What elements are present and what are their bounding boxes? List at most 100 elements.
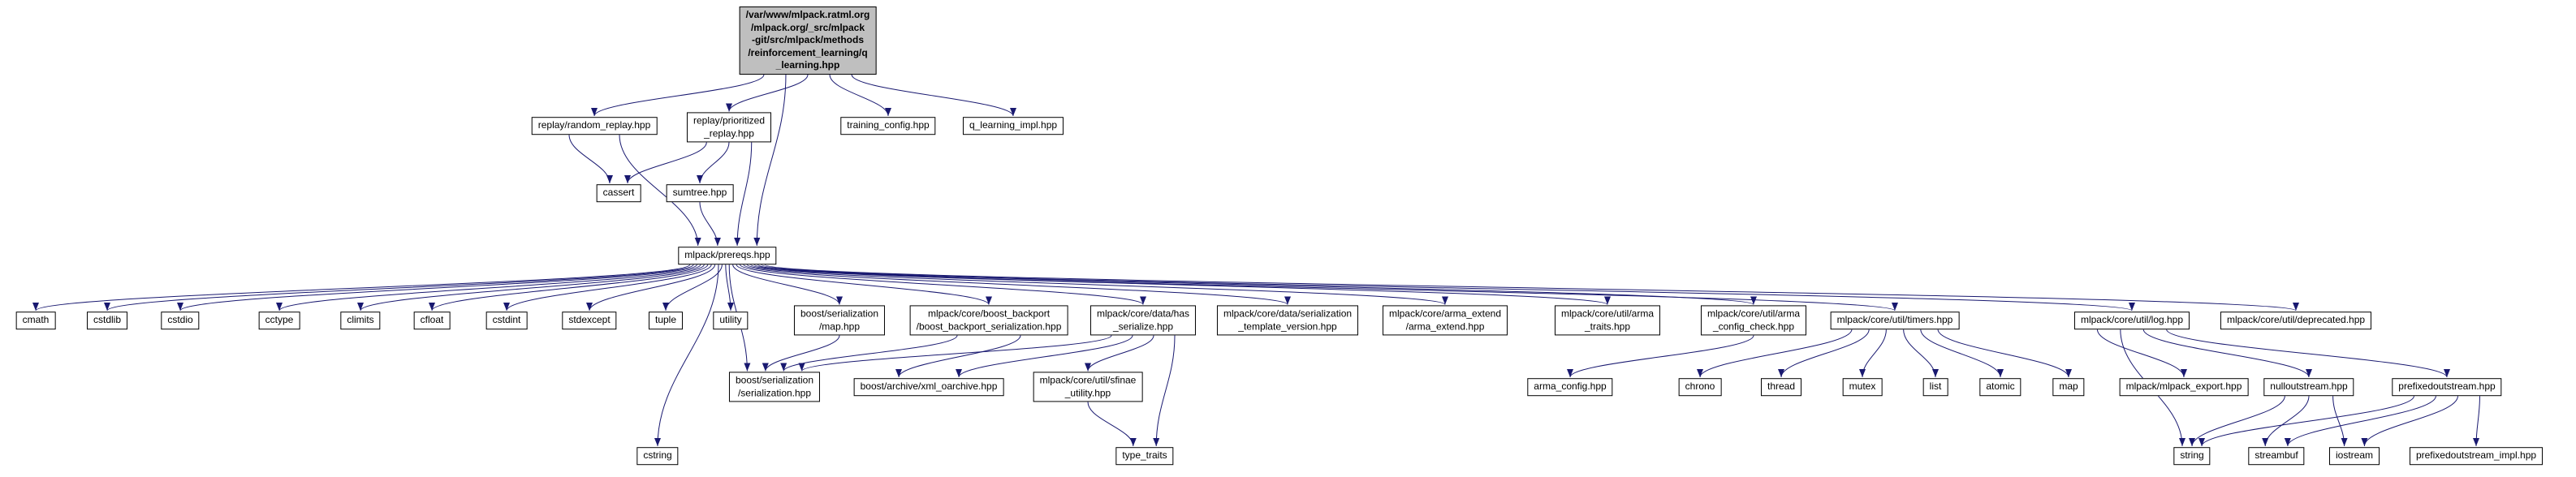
graph-node-arma_config_check[interactable]: mlpack/core/util/arma _config_check.hpp bbox=[1700, 305, 1807, 336]
include-edge-prereqs-to-tuple bbox=[662, 264, 723, 312]
graph-node-mutex[interactable]: mutex bbox=[1842, 378, 1883, 396]
include-edge-prereqs-to-cctype bbox=[276, 264, 701, 312]
graph-node-map[interactable]: map bbox=[2052, 378, 2085, 396]
graph-node-streambuf[interactable]: streambuf bbox=[2248, 447, 2305, 465]
graph-node-stdexcept[interactable]: stdexcept bbox=[562, 312, 617, 329]
graph-node-ser_map[interactable]: boost/serialization /map.hpp bbox=[793, 305, 886, 336]
graph-node-ser_template_version[interactable]: mlpack/core/data/serialization _template… bbox=[1216, 305, 1359, 336]
graph-node-xml_oarchive[interactable]: boost/archive/xml_oarchive.hpp bbox=[853, 378, 1004, 396]
include-edge-prereqs-to-timers bbox=[757, 264, 1898, 312]
include-edge-sumtree-to-prereqs bbox=[699, 201, 721, 247]
graph-node-prereqs[interactable]: mlpack/prereqs.hpp bbox=[678, 247, 777, 264]
include-edge-q_learning-to-training_config bbox=[829, 74, 891, 117]
include-edge-arma_config_check-to-arma_config bbox=[1567, 335, 1754, 378]
include-edge-nulloutstream-to-iostream bbox=[2332, 395, 2348, 447]
include-edge-prereqs-to-cfloat bbox=[429, 264, 709, 312]
include-edge-nulloutstream-to-streambuf bbox=[2262, 395, 2310, 447]
include-edge-random_replay-to-cassert bbox=[568, 134, 613, 184]
include-edge-timers-to-chrono bbox=[1697, 329, 1853, 378]
graph-node-random_replay[interactable]: replay/random_replay.hpp bbox=[531, 117, 658, 135]
include-edge-q_learning-to-random_replay bbox=[591, 74, 765, 117]
graph-node-atomic[interactable]: atomic bbox=[1979, 378, 2022, 396]
include-edge-prereqs-to-deprecated bbox=[764, 264, 2299, 312]
include-edge-prereqs-to-climits bbox=[357, 264, 705, 312]
graph-node-ser_serialization[interactable]: boost/serialization /serialization.hpp bbox=[728, 372, 821, 402]
include-edge-timers-to-list bbox=[1903, 329, 1939, 378]
graph-node-type_traits[interactable]: type_traits bbox=[1115, 447, 1174, 465]
graph-node-iostream[interactable]: iostream bbox=[2328, 447, 2380, 465]
include-edge-prefixedoutstream-to-string bbox=[2198, 395, 2414, 447]
graph-node-string[interactable]: string bbox=[2173, 447, 2211, 465]
include-edge-prefixedoutstream-to-iostream bbox=[2361, 395, 2458, 447]
graph-node-cstring[interactable]: cstring bbox=[636, 447, 679, 465]
include-edge-timers-to-atomic bbox=[1920, 329, 2004, 378]
graph-node-log[interactable]: mlpack/core/util/log.hpp bbox=[2073, 312, 2190, 329]
graph-node-nulloutstream[interactable]: nulloutstream.hpp bbox=[2263, 378, 2354, 396]
include-edge-prereqs-to-arma_extend bbox=[746, 264, 1448, 305]
graph-node-arma_config[interactable]: arma_config.hpp bbox=[1527, 378, 1613, 396]
graph-node-deprecated[interactable]: mlpack/core/util/deprecated.hpp bbox=[2220, 312, 2372, 329]
graph-node-cstdlib[interactable]: cstdlib bbox=[86, 312, 128, 329]
include-edge-prereqs-to-stdexcept bbox=[586, 264, 716, 312]
include-edge-boost_backport-to-ser_serialization bbox=[780, 335, 958, 372]
include-edge-q_learning-to-prioritized_replay bbox=[726, 74, 809, 112]
graph-node-training_config[interactable]: training_config.hpp bbox=[840, 117, 936, 135]
include-edge-log-to-nulloutstream bbox=[2142, 329, 2312, 378]
include-edge-prioritized_replay-to-sumtree bbox=[697, 142, 730, 184]
include-edge-prereqs-to-cstdlib bbox=[104, 264, 694, 312]
graph-node-q_learning_impl[interactable]: q_learning_impl.hpp bbox=[962, 117, 1064, 135]
include-edge-nulloutstream-to-string bbox=[2189, 395, 2285, 447]
include-edge-timers-to-map bbox=[1937, 329, 2072, 378]
graph-node-arma_traits[interactable]: mlpack/core/util/arma _traits.hpp bbox=[1554, 305, 1661, 336]
graph-node-chrono[interactable]: chrono bbox=[1678, 378, 1722, 396]
include-edge-prereqs-to-cstring bbox=[654, 264, 719, 447]
include-edge-prioritized_replay-to-cassert bbox=[624, 142, 707, 184]
include-edge-prereqs-to-utility bbox=[725, 264, 734, 312]
graph-node-sumtree[interactable]: sumtree.hpp bbox=[666, 184, 734, 202]
graph-node-thread[interactable]: thread bbox=[1760, 378, 1802, 396]
include-edge-log-to-mlpack_export bbox=[2096, 329, 2187, 378]
include-edge-q_learning-to-prereqs bbox=[753, 74, 787, 247]
graph-node-prefixedoutstream_impl[interactable]: prefixedoutstream_impl.hpp bbox=[2409, 447, 2544, 465]
include-edge-prereqs-to-arma_traits bbox=[750, 264, 1611, 305]
include-edge-prereqs-to-cstdio bbox=[177, 264, 698, 312]
include-edge-prereqs-to-ser_map bbox=[732, 264, 843, 305]
include-edge-prefixedoutstream-to-streambuf bbox=[2284, 395, 2436, 447]
graph-node-mlpack_export[interactable]: mlpack/mlpack_export.hpp bbox=[2119, 378, 2249, 396]
graph-node-sfinae[interactable]: mlpack/core/util/sfinae _utility.hpp bbox=[1033, 372, 1143, 402]
graph-node-timers[interactable]: mlpack/core/util/timers.hpp bbox=[1830, 312, 1960, 329]
graph-node-utility[interactable]: utility bbox=[713, 312, 749, 329]
include-edge-timers-to-thread bbox=[1778, 329, 1870, 378]
include-edge-has_serialize-to-xml_oarchive bbox=[956, 335, 1133, 378]
graph-node-q_learning: /var/www/mlpack.ratml.org /mlpack.org/_s… bbox=[739, 6, 877, 75]
graph-node-cassert[interactable]: cassert bbox=[596, 184, 641, 202]
graph-node-cfloat[interactable]: cfloat bbox=[413, 312, 451, 329]
include-edge-prereqs-to-cstdint bbox=[503, 264, 712, 312]
include-edge-prereqs-to-log bbox=[761, 264, 2135, 312]
graph-node-has_serialize[interactable]: mlpack/core/data/has _serialize.hpp bbox=[1090, 305, 1197, 336]
graph-node-cctype[interactable]: cctype bbox=[258, 312, 300, 329]
graph-node-boost_backport[interactable]: mlpack/core/boost_backport /boost_backpo… bbox=[909, 305, 1068, 336]
include-edge-random_replay-to-prereqs bbox=[619, 134, 701, 247]
graph-node-prefixedoutstream[interactable]: prefixedoutstream.hpp bbox=[2392, 378, 2502, 396]
graph-node-arma_extend[interactable]: mlpack/core/arma_extend /arma_extend.hpp bbox=[1382, 305, 1508, 336]
graph-node-prioritized_replay[interactable]: replay/prioritized _replay.hpp bbox=[686, 112, 772, 143]
include-edge-log-to-prefixedoutstream bbox=[2166, 329, 2450, 378]
include-edge-ser_map-to-ser_serialization bbox=[762, 335, 840, 372]
include-edge-boost_backport-to-xml_oarchive bbox=[895, 335, 1021, 378]
include-edge-has_serialize-to-sfinae bbox=[1085, 335, 1154, 372]
graph-node-cstdio[interactable]: cstdio bbox=[161, 312, 200, 329]
graph-node-cstdint[interactable]: cstdint bbox=[485, 312, 528, 329]
include-edge-prioritized_replay-to-prereqs bbox=[734, 142, 753, 247]
include-edge-timers-to-mutex bbox=[1859, 329, 1887, 378]
graph-node-list[interactable]: list bbox=[1922, 378, 1948, 396]
graph-node-tuple[interactable]: tuple bbox=[648, 312, 684, 329]
include-edge-prereqs-to-has_serialize bbox=[739, 264, 1146, 305]
include-edge-sfinae-to-type_traits bbox=[1087, 402, 1137, 447]
include-edge-prereqs-to-boost_backport bbox=[736, 264, 992, 305]
graph-node-climits[interactable]: climits bbox=[340, 312, 381, 329]
include-edge-prereqs-to-arma_config_check bbox=[753, 264, 1757, 305]
graph-node-cmath[interactable]: cmath bbox=[15, 312, 56, 329]
